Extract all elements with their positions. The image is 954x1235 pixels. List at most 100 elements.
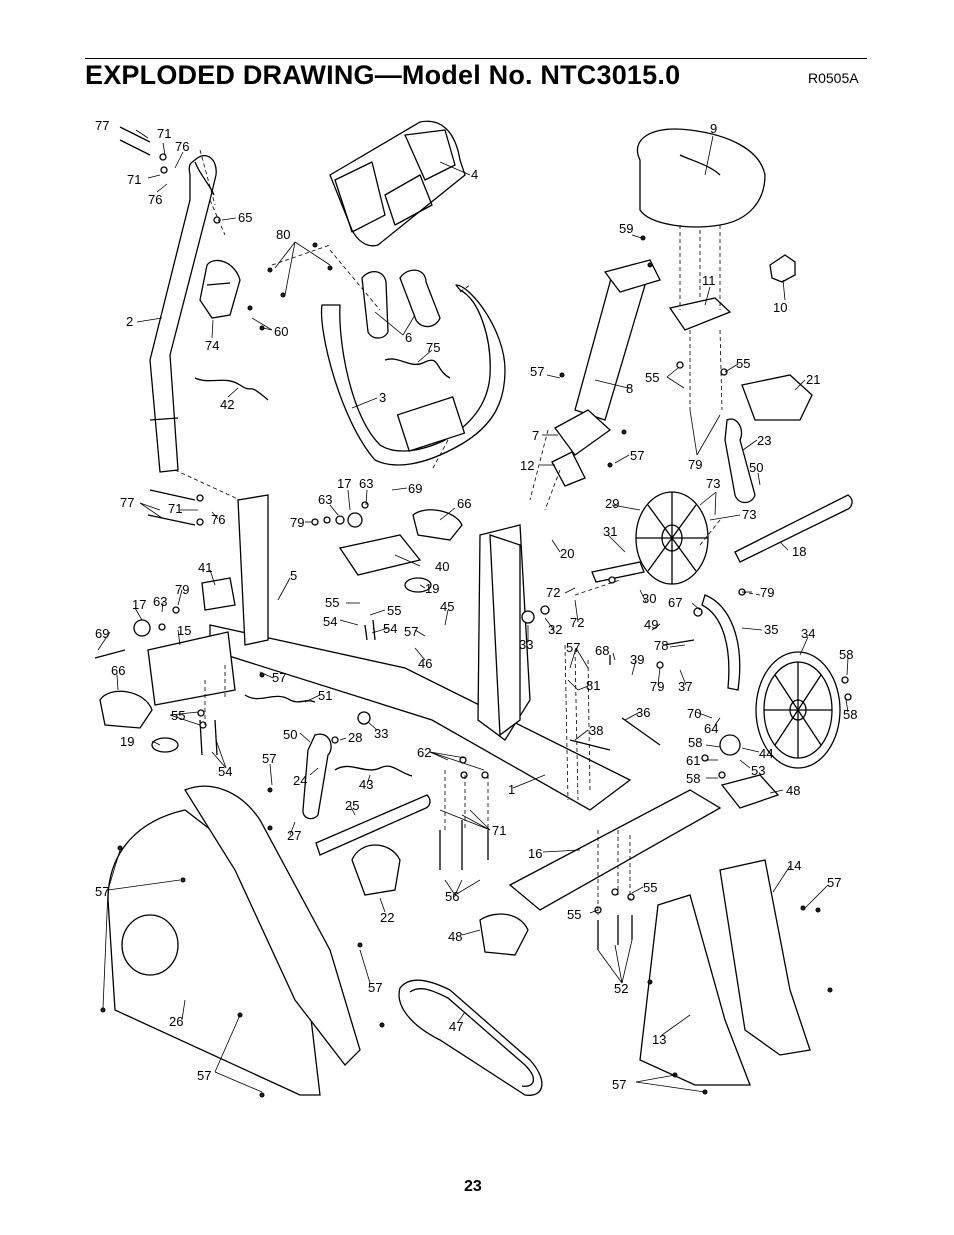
part-strap-25 (315, 794, 431, 856)
callout-11: 11 (702, 273, 716, 288)
callout-57: 57 (566, 640, 580, 655)
part-magnet (701, 594, 741, 691)
callout-57: 57 (95, 884, 109, 899)
callout-79: 79 (290, 515, 304, 530)
part-seat-post (574, 274, 646, 421)
part-pulse-sensor (199, 259, 241, 319)
part-pulse-bar (320, 284, 506, 466)
callout-39: 39 (630, 652, 644, 667)
callout-42: 42 (220, 397, 234, 412)
callout-79: 79 (175, 582, 189, 597)
callout-44: 44 (759, 746, 773, 761)
callout-76: 76 (211, 512, 225, 527)
part-flywheel-spokes (764, 662, 832, 758)
callout-57: 57 (827, 875, 841, 890)
callout-51: 51 (318, 688, 332, 703)
part-bolts (94, 126, 695, 950)
callout-33: 33 (374, 726, 388, 741)
part-console-grille (404, 129, 456, 181)
callout-76: 76 (148, 192, 162, 207)
callout-25: 25 (345, 798, 359, 813)
part-endcap-66a (412, 509, 463, 541)
callout-69: 69 (408, 481, 422, 496)
part-pulse-sensor-line (206, 282, 231, 286)
part-strap-18 (734, 494, 853, 563)
callout-15: 15 (177, 623, 191, 638)
drawing-reference: R0505A (808, 70, 859, 86)
part-wire-75 (384, 358, 451, 379)
callout-28: 28 (348, 730, 362, 745)
part-console (329, 120, 466, 247)
page-number: 23 (464, 1178, 482, 1195)
callout-70: 70 (687, 706, 701, 721)
part-cover-13 (639, 894, 751, 1086)
callout-55: 55 (643, 880, 657, 895)
callout-5: 5 (290, 568, 297, 583)
callout-76: 76 (175, 139, 189, 154)
callout-77: 77 (120, 495, 134, 510)
callout-40: 40 (435, 559, 449, 574)
callout-50: 50 (749, 460, 763, 475)
part-endcap-66b (99, 690, 153, 729)
part-seat (636, 128, 766, 228)
callout-55: 55 (645, 370, 659, 385)
callout-52: 52 (614, 981, 628, 996)
callout-62: 62 (417, 745, 431, 760)
part-grip-left (361, 271, 389, 339)
callout-10: 10 (773, 300, 787, 315)
part-pedal-21 (741, 374, 813, 421)
callout-55: 55 (387, 603, 401, 618)
part-seat-crease (679, 154, 721, 176)
callout-78: 78 (654, 638, 668, 653)
part-seat-post-cap (603, 259, 661, 293)
callout-66: 66 (111, 663, 125, 678)
callout-74: 74 (205, 338, 219, 353)
part-stabilizer-15 (147, 631, 236, 706)
callout-55: 55 (567, 907, 581, 922)
part-pedal-22 (351, 844, 401, 896)
part-crank-arm-24 (302, 733, 332, 820)
part-wire-51 (244, 694, 316, 703)
callout-labels: 77 71 76 71 76 65 4 80 9 59 11 10 2 74 6… (95, 118, 857, 1092)
part-pulley-spokes (636, 492, 708, 584)
callout-18: 18 (792, 544, 806, 559)
callout-57: 57 (530, 364, 544, 379)
callout-57: 57 (197, 1068, 211, 1083)
callout-2: 2 (126, 314, 133, 329)
part-front-upright (237, 494, 269, 646)
header-rule (85, 58, 867, 59)
callout-55: 55 (325, 595, 339, 610)
part-axle (591, 561, 645, 583)
part-seat-slider (554, 409, 612, 456)
part-seat-knob (769, 254, 796, 283)
part-leveler-19b (151, 737, 179, 753)
callout-6: 6 (405, 330, 412, 345)
callout-57: 57 (262, 751, 276, 766)
part-bracket-41 (201, 577, 236, 611)
callout-80: 80 (276, 227, 290, 242)
part-belt-inner (409, 988, 534, 1087)
part-crank-arm-23 (724, 418, 756, 504)
callout-48: 48 (448, 929, 462, 944)
part-endcap-48a (720, 774, 780, 809)
callout-1: 1 (508, 782, 515, 797)
callout-7: 7 (532, 428, 539, 443)
callout-72: 72 (546, 585, 560, 600)
callout-48: 48 (786, 783, 800, 798)
callout-41: 41 (198, 560, 212, 575)
page-title: EXPLODED DRAWING—Model No. NTC3015.0 (85, 60, 681, 90)
part-handlebar-post-top (194, 161, 215, 196)
part-console-left (334, 161, 386, 233)
callout-71: 71 (157, 126, 171, 141)
callout-22: 22 (380, 910, 394, 925)
part-console-screen (384, 174, 433, 226)
callout-45: 45 (440, 599, 454, 614)
callout-14: 14 (787, 858, 801, 873)
callout-29: 29 (605, 496, 619, 511)
part-frame-seat-tube (489, 534, 521, 737)
callout-4: 4 (471, 167, 478, 182)
callout-75: 75 (426, 340, 440, 355)
leader-lines (97, 129, 849, 1093)
